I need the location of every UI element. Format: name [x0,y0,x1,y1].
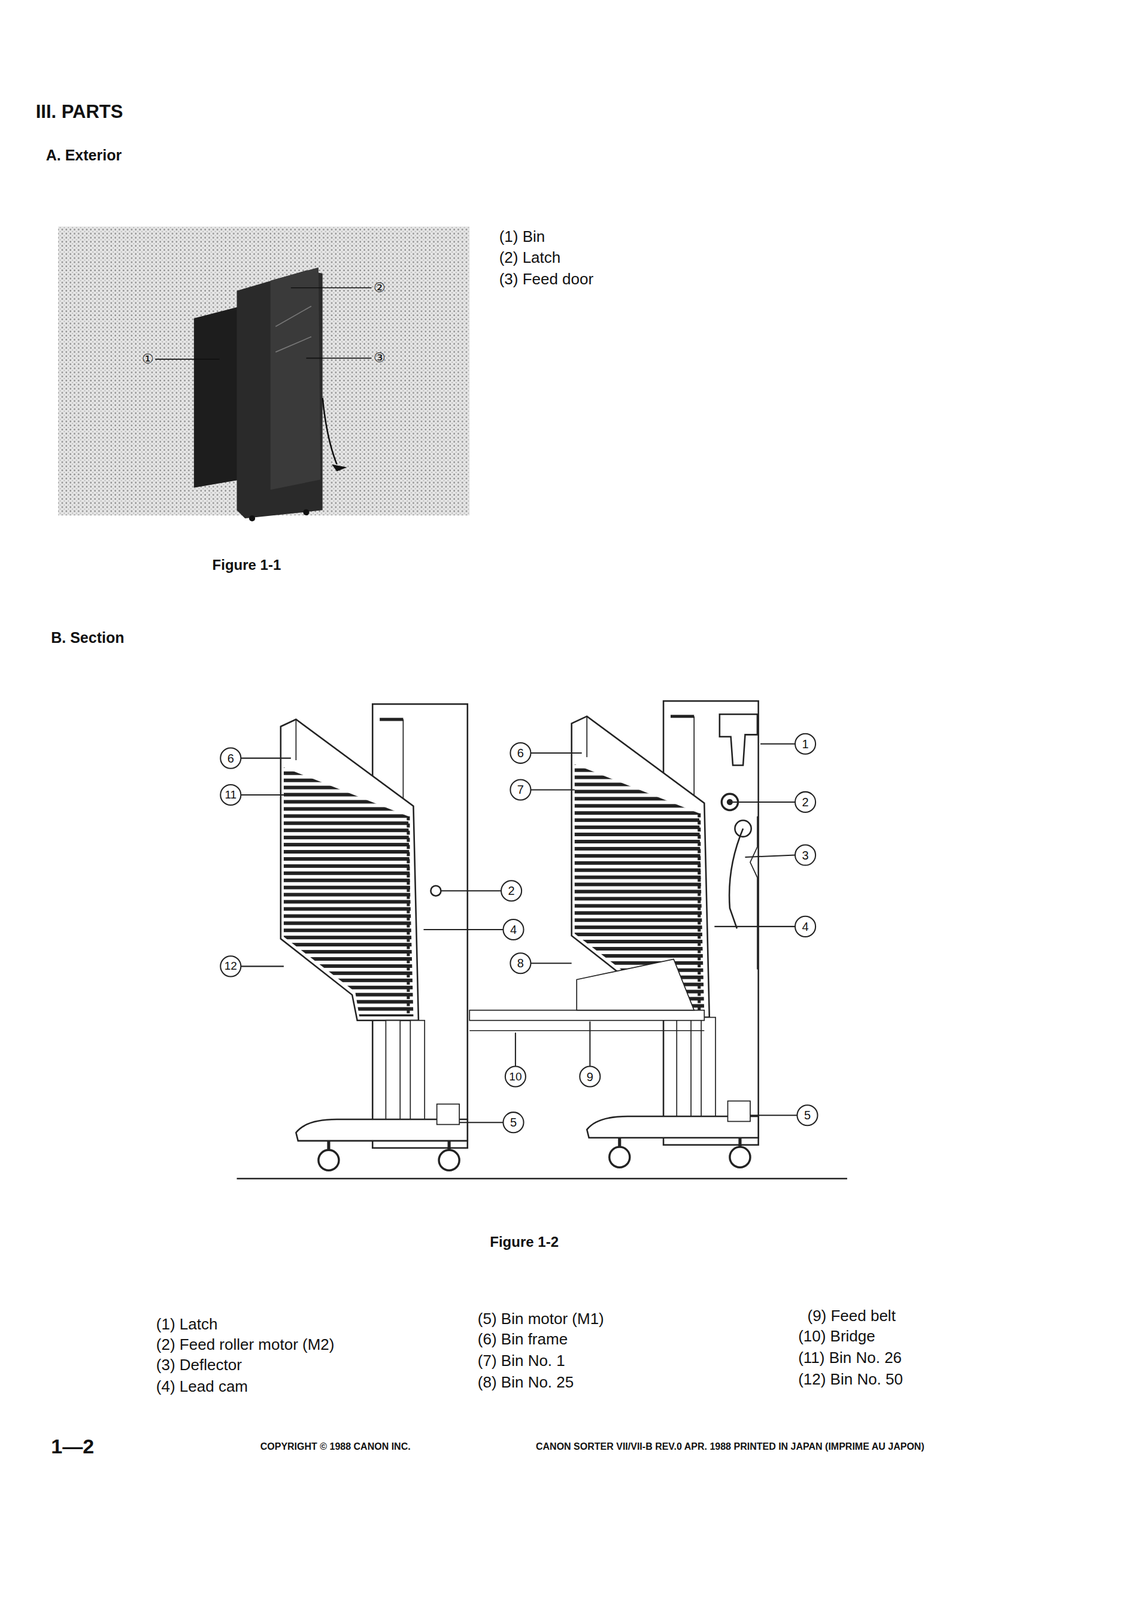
part-list-item: (2) Latch [499,249,562,268]
callout-number: 4 [510,923,517,938]
section-heading: B. Section [50,629,124,647]
callout-number: ① [141,351,154,367]
callout-number: 5 [804,1108,811,1123]
part-list-item: (2) Feed roller motor (M2) [156,1336,335,1355]
part-list-item: (7) Bin No. 1 [477,1352,566,1371]
page-number: 1—2 [50,1435,95,1460]
callout-number: ② [373,280,386,296]
figure-caption: Figure 1-1 [212,557,282,575]
part-list-item: (5) Bin motor (M1) [477,1310,605,1329]
footer-note: CANON SORTER VII/VII-B REV.0 APR. 1988 P… [535,1441,925,1453]
copyright-note: COPYRIGHT © 1988 CANON INC. [260,1441,411,1453]
callout-number: 2 [508,884,515,899]
part-list-item: (3) Feed door [499,270,594,289]
callout-number: 12 [224,959,238,973]
part-list-item: (1) Latch [156,1316,218,1334]
callout-number: 6 [517,746,524,761]
callout-number: 6 [227,751,235,766]
callout-number: 10 [508,1070,522,1084]
section-heading: A. Exterior [46,146,122,165]
callout-number: 9 [586,1069,594,1084]
callout-number: 3 [802,848,809,863]
callout-number: 2 [802,795,809,809]
part-list-item: (12) Bin No. 50 [798,1371,903,1390]
callout-number: ③ [373,350,386,366]
callout-number: 11 [224,788,237,802]
callout-number: 7 [517,783,524,797]
section-heading: III. PARTS [35,101,124,123]
part-list-item: (4) Lead cam [156,1378,248,1397]
callout-number: 8 [517,956,524,971]
part-list-item: (1) Bin [499,228,546,247]
part-list-item: (6) Bin frame [477,1330,568,1349]
callout-number: 5 [510,1116,517,1130]
part-list-item: (10) Bridge [798,1327,876,1346]
part-list-item: (11) Bin No. 26 [798,1349,902,1368]
part-list-item: (9) Feed belt [807,1307,896,1326]
callout-number: 4 [802,919,809,934]
part-list-item: (3) Deflector [156,1356,242,1375]
part-list-item: (8) Bin No. 25 [477,1374,574,1393]
figure-caption: Figure 1-2 [489,1233,559,1251]
callout-number: 1 [802,737,809,751]
